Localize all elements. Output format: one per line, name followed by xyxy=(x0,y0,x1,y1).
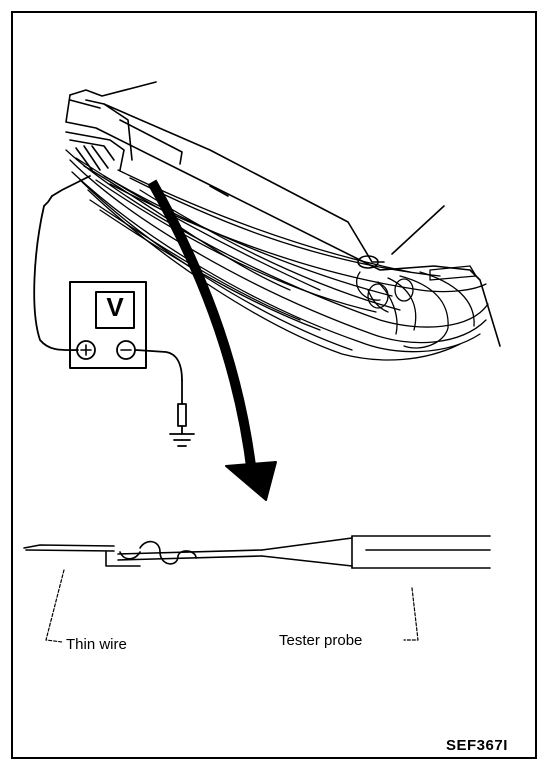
leader-lines xyxy=(45,569,419,643)
curved-arrow-icon xyxy=(147,179,277,501)
control-unit xyxy=(65,81,501,347)
thin-wire-label: Thin wire xyxy=(66,636,127,653)
tester-probe-label: Tester probe xyxy=(279,632,363,649)
voltmeter-icon xyxy=(69,281,147,369)
probe-leads xyxy=(33,175,187,435)
figure-code: SEF367I xyxy=(446,737,508,754)
plus-terminal-icon xyxy=(76,340,96,360)
ground-symbol-icon xyxy=(169,433,195,447)
minus-terminal-icon xyxy=(116,340,136,360)
tester-probe xyxy=(23,535,491,569)
figure-frame xyxy=(11,11,537,759)
harness-connector xyxy=(65,131,125,171)
voltmeter-symbol: V xyxy=(106,292,124,322)
